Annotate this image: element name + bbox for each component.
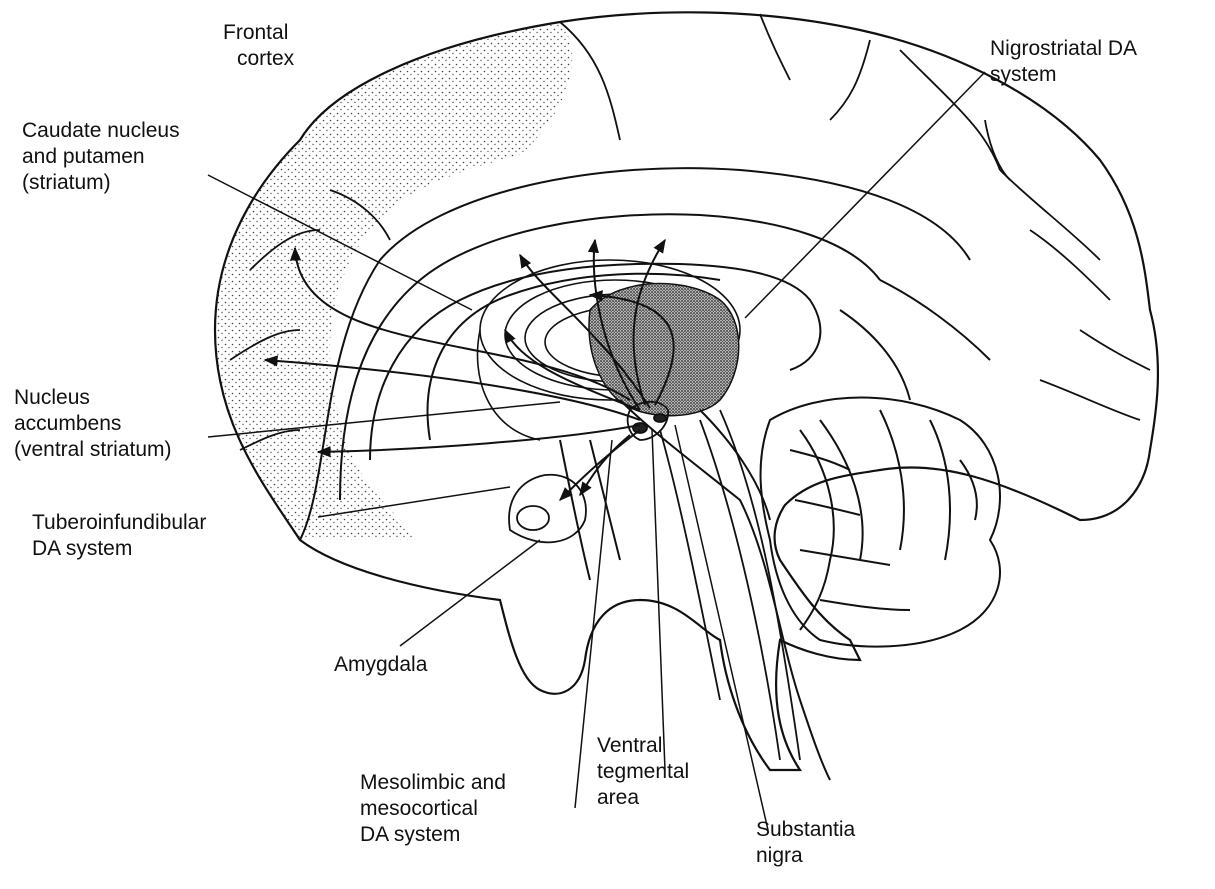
thalamus — [589, 284, 739, 416]
label-line: Amygdala — [334, 652, 427, 678]
label-substantia-nigra: Substantia nigra — [756, 817, 855, 869]
label-nucleus-accumbens: Nucleus accumbens (ventral striatum) — [14, 385, 172, 463]
label-line: tegmental — [597, 759, 689, 785]
label-line: Tuberoinfundibular — [32, 510, 206, 536]
label-line: Frontal — [223, 20, 294, 46]
label-amygdala: Amygdala — [334, 652, 427, 678]
cerebellum — [761, 398, 1000, 647]
descending-tracts — [660, 410, 800, 760]
label-line: mesocortical — [360, 796, 506, 822]
label-line: DA system — [32, 536, 206, 562]
label-line: nigra — [756, 843, 855, 869]
label-mesolimbic: Mesolimbic and mesocortical DA system — [360, 770, 506, 848]
label-line: Substantia — [756, 817, 855, 843]
brainstem — [560, 400, 830, 780]
label-line: accumbens — [14, 411, 172, 437]
label-line: Ventral — [597, 733, 689, 759]
label-line: system — [990, 62, 1137, 88]
label-line: Nigrostriatal DA — [990, 36, 1137, 62]
label-ventral-tegmental: Ventral tegmental area — [597, 733, 689, 811]
label-tuberoinfundibular: Tuberoinfundibular DA system — [32, 510, 206, 562]
label-nigrostriatal: Nigrostriatal DA system — [990, 36, 1137, 88]
label-line: Mesolimbic and — [360, 770, 506, 796]
label-line: area — [597, 785, 689, 811]
label-line: cortex — [223, 46, 294, 72]
label-line: (ventral striatum) — [14, 437, 172, 463]
label-line: DA system — [360, 822, 506, 848]
label-line: Nucleus — [14, 385, 172, 411]
label-line: and putamen — [22, 144, 180, 170]
label-frontal-cortex: Frontal cortex — [223, 20, 294, 72]
label-line: Caudate nucleus — [22, 118, 180, 144]
label-line: (striatum) — [22, 170, 180, 196]
label-caudate-putamen: Caudate nucleus and putamen (striatum) — [22, 118, 180, 196]
